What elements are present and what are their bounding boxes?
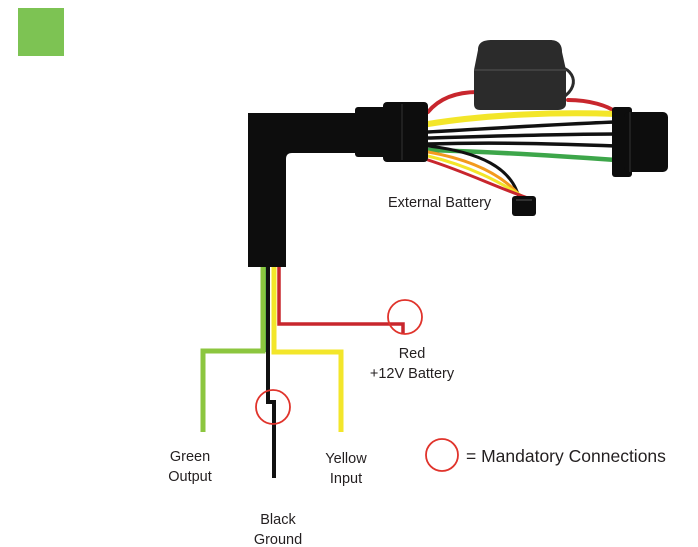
green-output-wire: [200, 267, 266, 432]
black-harness-wire-3: [426, 141, 618, 148]
legend-circle-icon: [425, 438, 459, 472]
red-fuse-wire: [426, 90, 480, 114]
yellow-input-wire: [271, 267, 344, 432]
yellow-label-line2: Input: [330, 471, 362, 487]
left-connector-plug: [355, 102, 428, 162]
black-battery-wire: [426, 144, 521, 200]
right-connector-plug: [612, 107, 668, 177]
fuse-holder: [474, 40, 575, 110]
black-label-line1: Black: [260, 512, 296, 528]
green-badge-icon: [18, 8, 64, 56]
red-battery-wire: [426, 158, 530, 200]
black-ground-wire: [266, 267, 276, 478]
red-label-line2: +12V Battery: [370, 366, 455, 382]
legend-label: = Mandatory Connections: [466, 446, 666, 466]
harness-wire-bundle: [425, 90, 619, 200]
external-battery-connector: [512, 196, 536, 216]
red-mandatory-circle: [387, 299, 423, 335]
black-harness-wire-1: [426, 120, 618, 134]
external-battery-label: External Battery: [388, 195, 492, 211]
black-harness-wire-2: [426, 132, 618, 140]
output-wires: [200, 267, 405, 478]
red-wire: [277, 267, 405, 334]
yellow-label-line1: Yellow: [325, 451, 367, 467]
black-mandatory-circle: [255, 389, 291, 425]
green-label-line2: Output: [168, 469, 212, 485]
red-fuse-wire-right: [566, 98, 618, 114]
green-label-line1: Green: [170, 449, 210, 465]
fuse-holder-body: [474, 40, 566, 110]
yellow-harness-wire: [425, 110, 619, 127]
main-harness-sheath: [248, 113, 358, 267]
red-label-line1: Red: [399, 346, 426, 362]
black-label-line2: Ground: [254, 532, 302, 547]
